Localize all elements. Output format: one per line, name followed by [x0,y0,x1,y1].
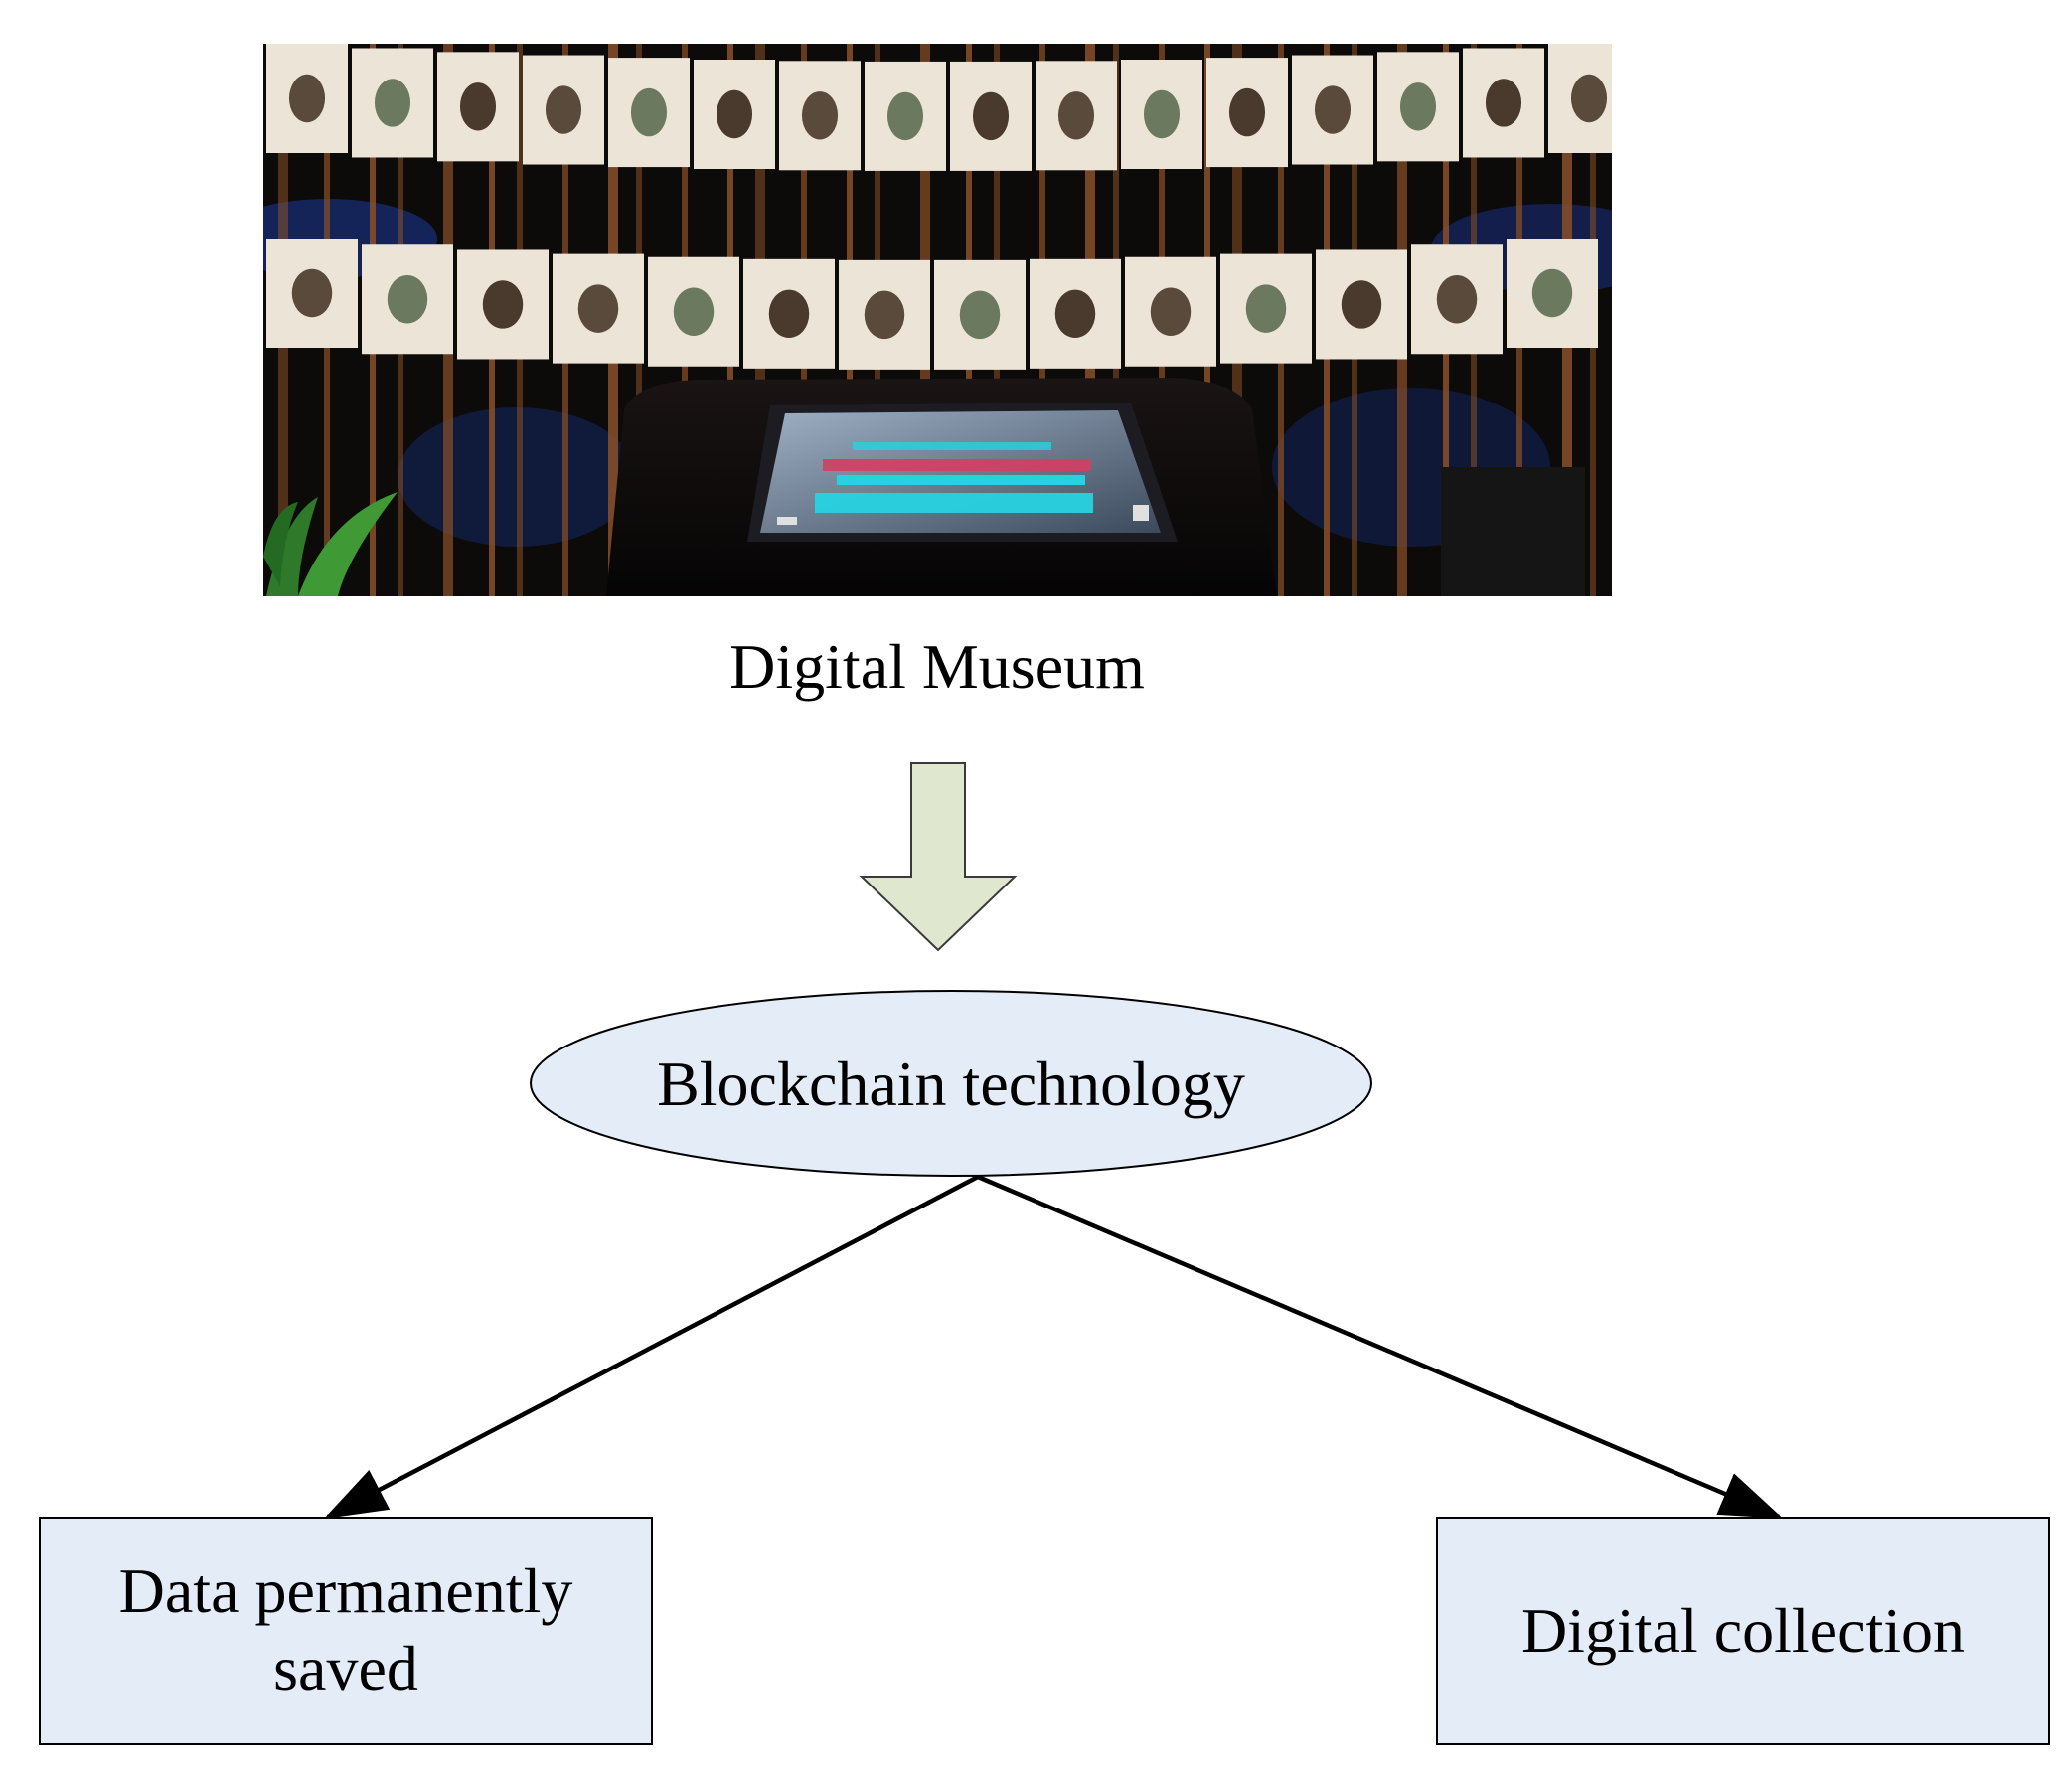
digital-collection-box [1436,1517,2050,1745]
artifact-cards-upper-row [266,44,1612,171]
artifact-figure [768,289,810,339]
photo-caption: Digital Museum [729,631,1145,702]
blockchain-node: Blockchain technology [530,990,1372,1177]
data-saved-box [39,1517,653,1745]
artifact-figure [1570,74,1608,123]
process-arrow [859,762,1018,952]
artifact-figure [959,290,1001,340]
blockchain-ellipse [530,990,1372,1177]
artifact-figure [1057,91,1095,140]
kiosk-screen [760,410,1161,533]
connectors [324,1174,1784,1520]
artifact-figure [673,287,715,336]
artifact-figure [886,91,924,141]
plant [263,492,398,596]
artifact-figure [1341,280,1382,329]
artifact-figure [545,85,582,134]
artifact-figure [1228,87,1266,137]
artifact-figure [459,82,497,131]
data-saved-node: Data permanently saved [39,1517,653,1745]
artifact-figure [1531,268,1573,318]
artifact-figure [1436,275,1478,324]
artifact-figure [1150,287,1192,336]
artifact-figure [374,79,411,127]
artifact-figure [1485,79,1522,127]
data-saved-label-line2: saved [273,1633,418,1703]
data-saved-label-line1: Data permanently [119,1555,573,1626]
kiosk-screen-content [777,442,1149,525]
artifact-figure [577,284,619,333]
artifact-figure [864,290,905,340]
artifact-figure [1245,284,1287,333]
blockchain-label: Blockchain technology [657,1048,1245,1119]
artifact-figure [288,74,326,123]
edge-blockchain-to-data-saved [324,1175,980,1520]
artifact-figure [801,91,839,140]
artifact-figure [1314,85,1352,134]
right-wall-panel [1441,467,1585,596]
digital-collection-label: Digital collection [1521,1595,1965,1666]
artifact-cards-lower-row [266,239,1598,370]
artifact-figure [630,87,668,137]
digital-collection-node: Digital collection [1436,1517,2050,1745]
artifact-figure [1399,82,1437,131]
artifact-figure [387,275,428,324]
artifact-figure [291,268,333,318]
artifact-figure [1054,289,1096,339]
artifact-figure [482,280,524,329]
artifact-figure [716,89,753,139]
edge-blockchain-to-digital-collection [977,1174,1784,1520]
artifact-figure [972,91,1010,141]
artifact-figure [1143,89,1181,139]
museum-photo [263,44,1612,596]
